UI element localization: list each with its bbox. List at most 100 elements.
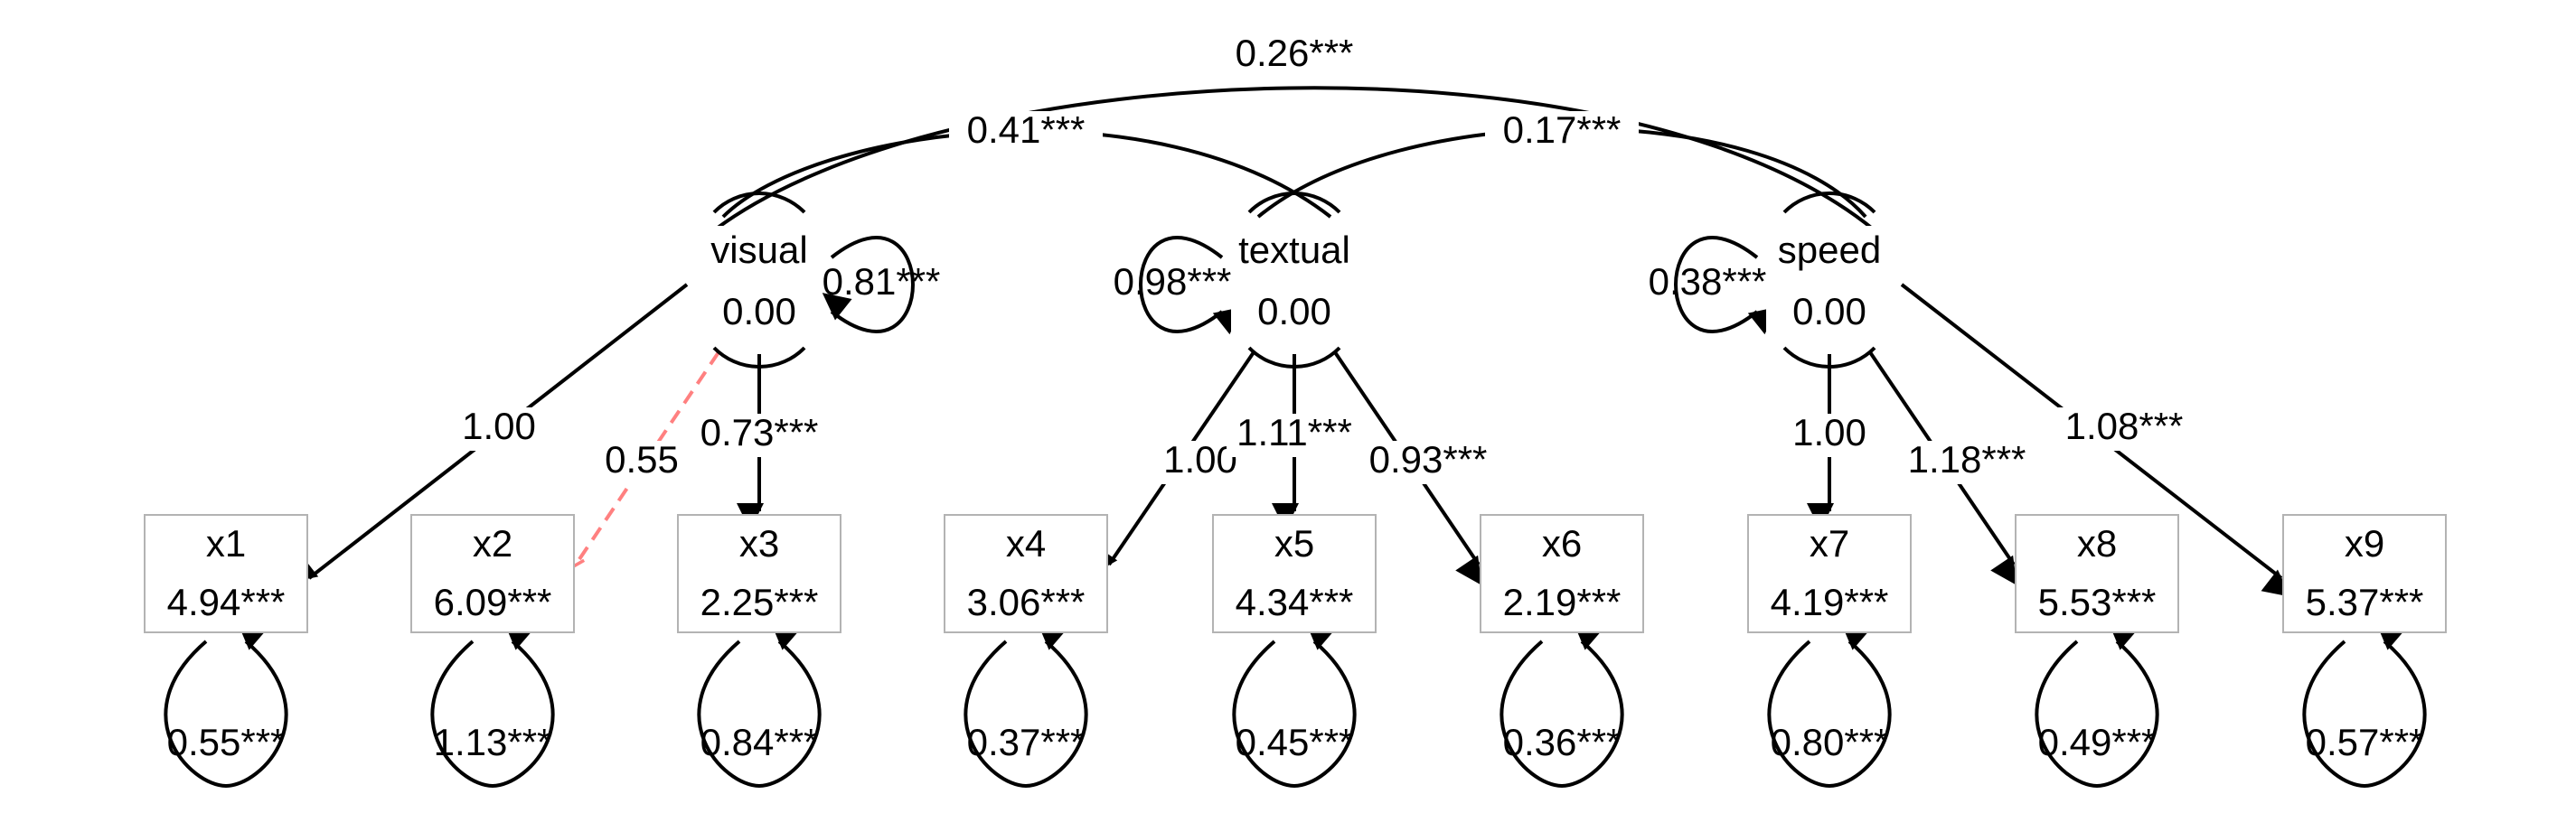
observed-x2: x2 6.09*** — [410, 514, 575, 633]
observed-x7: x7 4.19*** — [1747, 514, 1912, 633]
observed-x4-intercept: 3.06*** — [967, 581, 1086, 623]
observed-x2-name: x2 — [473, 522, 512, 565]
observed-x6-residual-loop — [1500, 621, 1624, 789]
observed-x8-name: x8 — [2077, 522, 2117, 565]
latent-speed-mean: 0.00 — [1792, 290, 1866, 332]
loading-textual-x6-label-background — [1360, 441, 1496, 484]
speed-variance-label-group: 0.38*** — [1649, 260, 1767, 303]
observed-x9-residual-loop — [2302, 621, 2427, 789]
latent-textual-mean: 0.00 — [1257, 290, 1331, 332]
loading-speed-x9-label: 1.08*** — [2065, 405, 2184, 447]
observed-x1-residual-loop — [164, 621, 288, 789]
latent-speed-background — [1766, 226, 1893, 343]
latent-visual-outline-top — [712, 191, 806, 214]
observed-x1-name: x1 — [206, 522, 246, 565]
observed-x1-intercept: 4.94*** — [167, 581, 286, 623]
visual-variance-label: 0.81*** — [823, 260, 941, 303]
loading-visual-x1-label-background — [456, 407, 542, 451]
observed-x3-intercept: 2.25*** — [700, 581, 819, 623]
observed-x3: x3 2.25*** — [677, 514, 841, 633]
observed-x9-residual-label-group: 0.57*** — [2306, 721, 2424, 763]
observed-x2-intercept: 6.09*** — [434, 581, 552, 623]
loading-speed-x7-label-background — [1786, 414, 1873, 457]
observed-x5-residual-loop — [1232, 621, 1357, 789]
observed-x4-name: x4 — [1006, 522, 1046, 565]
observed-x8: x8 5.53*** — [2015, 514, 2179, 633]
observed-x9-residual-label: 0.57*** — [2306, 721, 2424, 763]
observed-x3-box — [677, 514, 841, 633]
observed-x2-box — [410, 514, 575, 633]
loading-speed-x9-label-background — [2056, 407, 2192, 451]
loading-visual-x2-label-background — [598, 441, 685, 484]
latent-speed-name: speed — [1778, 229, 1881, 271]
observed-x5-residual-label-group: 0.45*** — [1236, 721, 1354, 763]
observed-x2-residual-label-group: 1.13*** — [434, 721, 552, 763]
observed-x4-box — [944, 514, 1108, 633]
observed-x3-name: x3 — [739, 522, 779, 565]
observed-x7-intercept: 4.19*** — [1771, 581, 1889, 623]
covariance-visual-textual-label-group: 0.41*** — [949, 108, 1103, 154]
visual-variance-loop — [822, 236, 915, 333]
latent-speed: speed 0.00 — [1766, 191, 1893, 369]
nodes-layer: visual0.00textual0.00speed0.00x14.94***x… — [144, 191, 2447, 633]
covariance-textual-speed-label-background — [1485, 111, 1639, 154]
observed-x7-box — [1747, 514, 1912, 633]
loading-speed-x7-label: 1.00 — [1792, 411, 1866, 453]
covariance-textual-speed-label: 0.17*** — [1503, 108, 1622, 151]
labels-layer: 0.26***0.41***0.17***0.81***0.98***0.38*… — [167, 32, 2424, 763]
observed-x8-residual-label-group: 0.49*** — [2038, 721, 2157, 763]
observed-x4-residual-loop — [964, 621, 1088, 789]
observed-x3-residual-label: 0.84*** — [700, 721, 819, 763]
observed-x4-residual-label-group: 0.37*** — [967, 721, 1086, 763]
loading-visual-x1-label-group: 1.00 — [456, 405, 542, 451]
observed-x8-intercept: 5.53*** — [2038, 581, 2157, 623]
latent-textual-outline-top — [1247, 191, 1341, 214]
covariance-textual-speed-label-group: 0.17*** — [1485, 108, 1639, 154]
latent-visual-mean: 0.00 — [722, 290, 796, 332]
loading-textual-x6-label-group: 0.93*** — [1360, 438, 1496, 484]
observed-x7-name: x7 — [1810, 522, 1849, 565]
covariance-visual-speed-label: 0.26*** — [1236, 32, 1354, 74]
observed-x1-box — [144, 514, 308, 633]
observed-x7-residual-label-group: 0.80*** — [1771, 721, 1889, 763]
observed-x9-box — [2282, 514, 2447, 633]
observed-x2-residual-label: 1.13*** — [434, 721, 552, 763]
observed-x1: x1 4.94*** — [144, 514, 308, 633]
observed-x4-residual-label: 0.37*** — [967, 721, 1086, 763]
observed-x1-residual-label-group: 0.55*** — [167, 721, 286, 763]
observed-x3-residual-loop — [697, 621, 822, 789]
observed-x6-intercept: 2.19*** — [1503, 581, 1622, 623]
loading-visual-x2-label-group: 0.55 — [598, 438, 685, 484]
loading-speed-x7-label-group: 1.00 — [1786, 411, 1873, 457]
observed-x6-residual-label: 0.36*** — [1503, 721, 1622, 763]
loading-speed-x8-label-group: 1.18*** — [1899, 438, 2035, 484]
covariance-visual-speed-label-group: 0.26*** — [1217, 32, 1371, 78]
latent-visual-outline-bottom — [712, 346, 806, 369]
observed-x2-residual-loop — [430, 621, 555, 789]
observed-x9-intercept: 5.37*** — [2306, 581, 2424, 623]
loading-visual-x3-label-background — [691, 414, 827, 457]
observed-x5-box — [1212, 514, 1377, 633]
loading-visual-x3-label-group: 0.73*** — [691, 411, 827, 457]
observed-x3-residual-label-group: 0.84*** — [700, 721, 819, 763]
observed-x6-residual-label-group: 0.36*** — [1503, 721, 1622, 763]
observed-x5-residual-label: 0.45*** — [1236, 721, 1354, 763]
latent-speed-outline-top — [1782, 191, 1876, 214]
observed-x4: x4 3.06*** — [944, 514, 1108, 633]
loading-textual-x5-label: 1.11*** — [1236, 411, 1352, 453]
observed-x9-name: x9 — [2345, 522, 2384, 565]
observed-x6-box — [1480, 514, 1644, 633]
latent-visual-background — [696, 226, 823, 343]
observed-x8-residual-loop — [2035, 621, 2159, 789]
loading-speed-x9-label-group: 1.08*** — [2056, 405, 2192, 451]
observed-x8-residual-label: 0.49*** — [2038, 721, 2157, 763]
observed-x5-intercept: 4.34*** — [1236, 581, 1354, 623]
loading-speed-x8-label-background — [1899, 441, 2035, 484]
loading-textual-x6-label: 0.93*** — [1369, 438, 1488, 481]
covariance-visual-textual-label-background — [949, 111, 1103, 154]
observed-x6: x62.19*** — [1480, 514, 1644, 633]
loading-visual-x2-label: 0.55 — [605, 438, 679, 481]
observed-x8-box — [2015, 514, 2179, 633]
